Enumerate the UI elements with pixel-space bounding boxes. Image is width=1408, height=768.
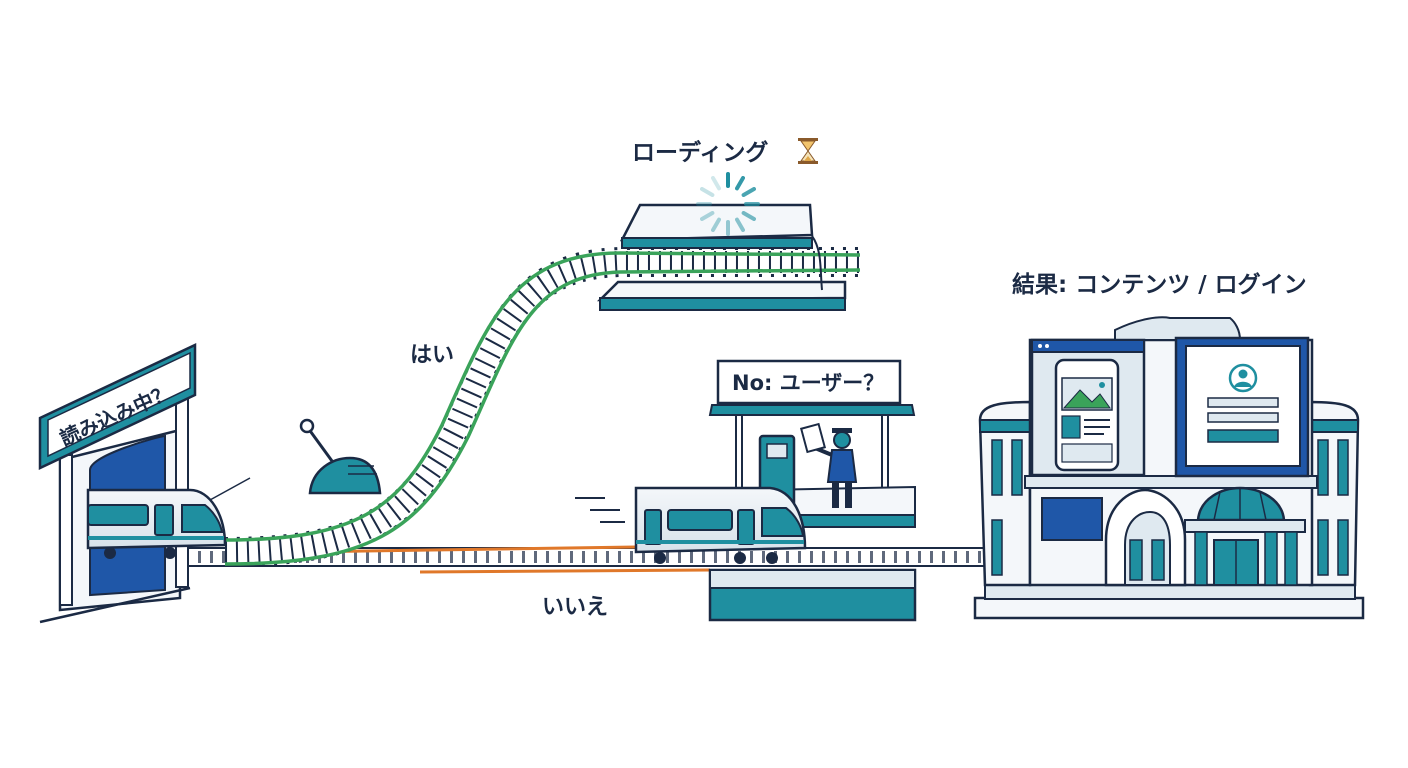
spinner-icon	[696, 172, 760, 236]
conductor-figure	[799, 422, 858, 508]
station-sign-label: No: ユーザー？	[732, 371, 884, 395]
loading-label: ローディング	[632, 139, 768, 166]
switch-lever	[299, 418, 382, 495]
train-moving	[634, 486, 807, 564]
train-start	[86, 477, 251, 559]
login-screen	[1174, 336, 1310, 478]
hourglass-icon	[798, 138, 818, 164]
speed-lines	[575, 497, 625, 523]
result-label: 結果: コンテンツ / ログイン	[1012, 271, 1307, 298]
yes-branch-label: はい	[410, 343, 454, 368]
no-branch-label: いいえ	[542, 595, 608, 620]
content-screen	[1030, 338, 1146, 477]
image-icon	[1062, 382, 1111, 409]
user-avatar-icon	[1228, 363, 1258, 393]
loading-platform	[596, 203, 847, 311]
yes-track	[224, 247, 861, 567]
